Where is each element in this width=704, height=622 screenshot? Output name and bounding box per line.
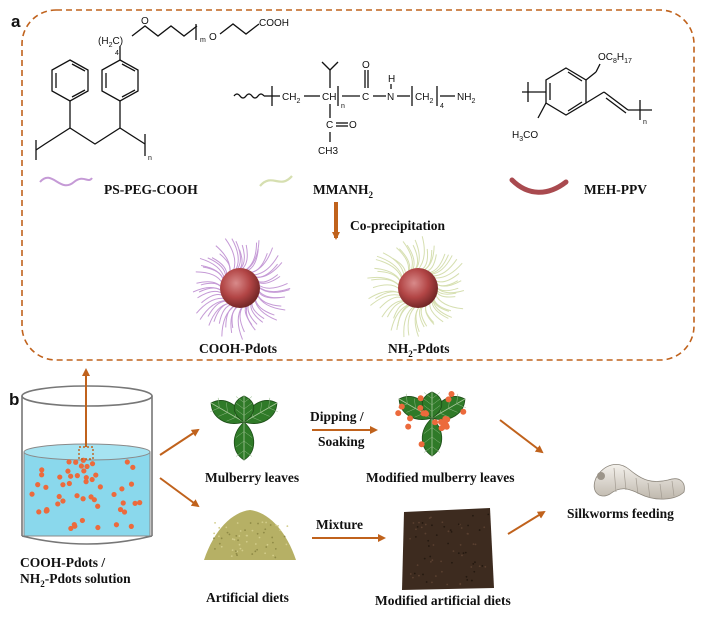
arrow-leaves-to-silkworm: [499, 419, 544, 454]
h3co-label: H3CO: [512, 130, 538, 143]
ppv-n-sub: n: [643, 119, 647, 126]
purple-chain-icon: [39, 176, 93, 187]
sub-4-label: 4: [115, 50, 119, 57]
oc8h17-label: OC8H17: [598, 52, 632, 65]
mulberry-leaf-icon: [210, 395, 278, 461]
arrow-diets-to-silkworm: [507, 510, 546, 535]
mmanh2-n-sub: n: [341, 103, 345, 110]
cooh-pdot-icon: [192, 238, 291, 340]
powder-icon: [204, 510, 296, 560]
ketone-o: O: [349, 120, 357, 131]
beaker-icon: [21, 385, 153, 545]
amide-c: C: [362, 92, 369, 103]
ch2-label: CH2: [282, 92, 300, 105]
silkworms-label: Silkworms feeding: [567, 506, 674, 521]
nh2-end: NH2: [457, 92, 475, 105]
cooh-pdots-label: COOH-Pdots: [199, 341, 277, 356]
ps-peg-cooh-label: PS-PEG-COOH: [104, 182, 198, 197]
pdot-particles: [29, 457, 143, 532]
panel-a-frame: [21, 9, 695, 361]
meh-ppv-label: MEH-PPV: [584, 182, 647, 197]
ch3-label: CH3: [318, 146, 338, 157]
green-chain-icon: [259, 175, 293, 187]
peg-o2: O: [209, 32, 217, 43]
cooh-label: COOH: [259, 18, 289, 29]
silkworm-icon: [593, 464, 685, 500]
sub-4b-label: 4: [440, 103, 444, 110]
red-chain-icon: [509, 177, 569, 195]
meh-ppv-structure: OC8H17 H3CO n: [512, 52, 652, 143]
ketone-c: C: [326, 120, 333, 131]
modified-diets-label: Modified artificial diets: [375, 593, 511, 608]
artificial-diets-label: Artificial diets: [206, 590, 289, 605]
panel-a-label: a: [11, 12, 21, 31]
mulberry-leaves-label: Mulberry leaves: [205, 470, 299, 485]
mixture-label: Mixture: [316, 517, 363, 532]
ch-label: CH: [322, 92, 336, 103]
peg-o1: O: [141, 16, 149, 27]
arrow-to-diets: [159, 477, 200, 508]
ps-n-subscript: n: [148, 155, 152, 162]
ch2-group: CH2: [415, 92, 433, 105]
amide-n: N: [387, 92, 394, 103]
h2c-label: (H2C): [98, 36, 123, 49]
zoom-box: [78, 446, 94, 460]
nh2-pdots-label: NH2-Pdots: [388, 341, 450, 359]
dipping-label: Dipping /: [310, 409, 364, 424]
solution-label-line1: COOH-Pdots /: [20, 555, 105, 570]
sub-m-label: m: [200, 37, 206, 44]
mmanh2-structure: CH2 CH n C O CH3 C O N H CH2 4 NH2: [233, 60, 475, 157]
amide-h: H: [388, 74, 395, 85]
modified-mulberry-label: Modified mulberry leaves: [366, 470, 514, 485]
soaking-label: Soaking: [318, 434, 365, 449]
solution-label-line2: NH2-Pdots solution: [20, 571, 131, 589]
diet-block-icon: [402, 508, 494, 590]
amide-o: O: [362, 60, 370, 71]
coprecipitation-label: Co-precipitation: [350, 218, 445, 233]
modified-leaf-icon: [395, 390, 467, 457]
nh2-pdot-icon: [367, 236, 465, 338]
ps-peg-cooh-structure: n (H2C) 4 O m O COOH: [35, 16, 289, 162]
panel-b-label: b: [9, 390, 19, 409]
arrow-to-leaves: [159, 428, 200, 456]
mmanh2-label: MMANH2: [313, 182, 373, 200]
